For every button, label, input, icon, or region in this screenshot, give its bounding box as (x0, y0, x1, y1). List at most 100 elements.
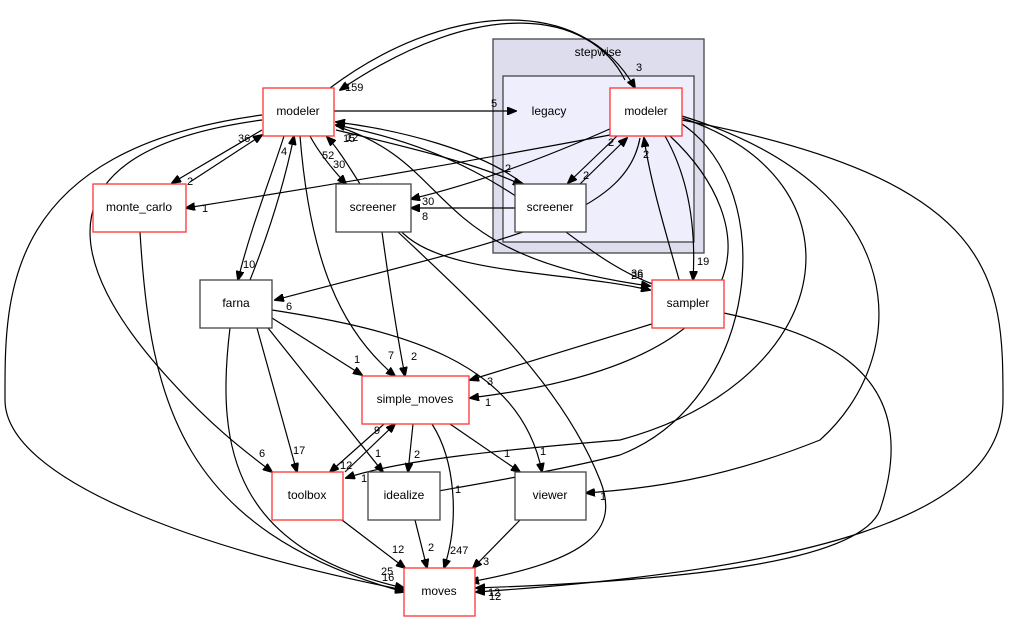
node-monte-carlo-label: monte_carlo (106, 200, 172, 214)
edge-modeler-to-simple-moves (299, 135, 395, 376)
edge-screener-to-simple-moves (381, 231, 405, 376)
edge-label: 3 (636, 62, 642, 74)
edge-label: 16 (382, 572, 394, 584)
node-stepwise-legacy-modeler[interactable]: modeler (609, 87, 683, 137)
edge-label: 12 (346, 132, 358, 144)
edge-label: 1 (354, 354, 360, 366)
edge-labels: 159 3 5 36 2 1 4 10 52 30 15 12 30 8 2 2… (187, 62, 709, 603)
node-toolbox[interactable]: toolbox (271, 471, 344, 521)
edge-simple-moves-to-toolbox (330, 423, 385, 472)
node-toolbox-label: toolbox (288, 488, 327, 502)
edge-label: 30 (422, 196, 434, 208)
node-stepwise-legacy-modeler-label: modeler (624, 104, 667, 118)
edge-label: 36 (631, 268, 643, 280)
edge-label: 1 (600, 491, 606, 503)
edge-label: 3 (487, 376, 493, 388)
edge-label: 2 (411, 351, 417, 363)
node-farna[interactable]: farna (199, 279, 273, 329)
edge-modeler-legacy-to-idealize (427, 123, 744, 493)
edge-label: 12 (488, 587, 500, 599)
node-stepwise-legacy-screener-label: screener (527, 200, 574, 214)
edge-label: 2 (505, 163, 511, 175)
edge-label: 2 (414, 449, 420, 461)
edge-farna-to-simple-moves (271, 317, 362, 375)
edge-monte-carlo-to-moves (139, 231, 404, 592)
edge-modeler-to-moves (4, 114, 404, 590)
node-viewer[interactable]: viewer (514, 471, 587, 521)
edge-screener-to-moves (397, 231, 607, 582)
edge-label: 1 (455, 484, 461, 496)
edge-toolbox-to-simple-moves (344, 424, 395, 473)
edge-label: 8 (422, 211, 428, 223)
edge-label: 2 (187, 176, 193, 188)
edge-modeler-legacy-to-sampler (664, 135, 694, 280)
edge-modeler-legacy-to-viewer (586, 115, 880, 493)
edge-label: 1 (540, 446, 546, 458)
node-moves[interactable]: moves (403, 567, 476, 617)
edge-screener-to-sampler (395, 224, 650, 290)
edge-label: 9 (374, 425, 380, 437)
edge-modeler-legacy-to-screener-legacy (568, 135, 618, 183)
edge-label: 36 (238, 133, 250, 145)
edge-modeler-legacy-to-moves (476, 119, 1004, 592)
edge-farna-to-toolbox (256, 327, 297, 472)
edge-label: 1 (485, 397, 491, 409)
edge-label: 7 (388, 350, 394, 362)
edge-toolbox-to-moves (341, 519, 405, 568)
edge-label: 52 (322, 150, 334, 162)
node-modeler[interactable]: modeler (262, 87, 335, 137)
edge-modeler-legacy-to-screener (411, 127, 613, 199)
cluster-legacy-label: legacy (532, 104, 567, 118)
edge-label: 10 (243, 259, 255, 271)
edge-modeler-to-sampler (335, 125, 650, 286)
edge-screener-legacy-to-modeler (336, 122, 526, 186)
node-stepwise-legacy-screener[interactable]: screener (514, 183, 587, 233)
edge-screener-to-modeler (327, 137, 361, 185)
edge-label: 19 (697, 256, 709, 268)
node-sampler[interactable]: sampler (651, 279, 725, 329)
edge-label: 2 (428, 542, 434, 554)
edge-label: 247 (450, 545, 468, 557)
edges (4, 19, 1004, 592)
edge-monte-carlo-to-modeler (189, 135, 262, 183)
edge-label: 5 (491, 98, 497, 110)
edge-label: 12 (340, 460, 352, 472)
edge-label: 2 (608, 137, 614, 149)
node-modeler-label: modeler (276, 104, 319, 118)
edge-modeler-to-toolbox (89, 119, 272, 472)
edge-viewer-to-moves (473, 519, 521, 568)
edge-label: 1 (202, 203, 208, 215)
edge-label: 25 (381, 566, 393, 578)
edge-modeler-legacy-to-modeler (340, 22, 626, 90)
edge-label: 1 (375, 448, 381, 460)
edge-sampler-to-modeler-legacy (644, 138, 681, 284)
edge-farna-to-modeler (249, 136, 294, 281)
edge-modeler-to-modeler-legacy (329, 19, 635, 88)
edge-label: 2 (583, 170, 589, 182)
node-simple-moves[interactable]: simple_moves (361, 375, 470, 425)
edge-modeler-legacy-to-monte-carlo (186, 134, 611, 208)
edge-label: 1 (361, 473, 367, 485)
edge-label: 26 (631, 270, 643, 282)
node-monte-carlo[interactable]: monte_carlo (92, 183, 187, 233)
edge-simple-moves-to-moves (431, 423, 454, 568)
node-simple-moves-label: simple_moves (377, 392, 454, 406)
edge-label: 15 (343, 133, 355, 145)
node-sampler-label: sampler (667, 296, 710, 310)
edge-idealize-to-moves (414, 519, 427, 568)
edge-modeler-to-monte-carlo (172, 129, 263, 183)
node-idealize[interactable]: idealize (367, 471, 441, 521)
node-screener-label: screener (350, 200, 397, 214)
edge-sampler-to-simple-moves (470, 322, 656, 380)
edge-modeler-to-screener (309, 135, 346, 184)
edge-farna-to-viewer (271, 309, 542, 472)
node-idealize-label: idealize (384, 488, 425, 502)
edge-label: 159 (345, 82, 363, 94)
node-screener[interactable]: screener (335, 183, 412, 233)
edge-label: 6 (286, 301, 292, 313)
edge-label: 17 (293, 445, 305, 457)
edge-sampler-to-moves (476, 312, 892, 588)
edge-label: 12 (489, 591, 501, 603)
edge-label: 2 (643, 149, 649, 161)
